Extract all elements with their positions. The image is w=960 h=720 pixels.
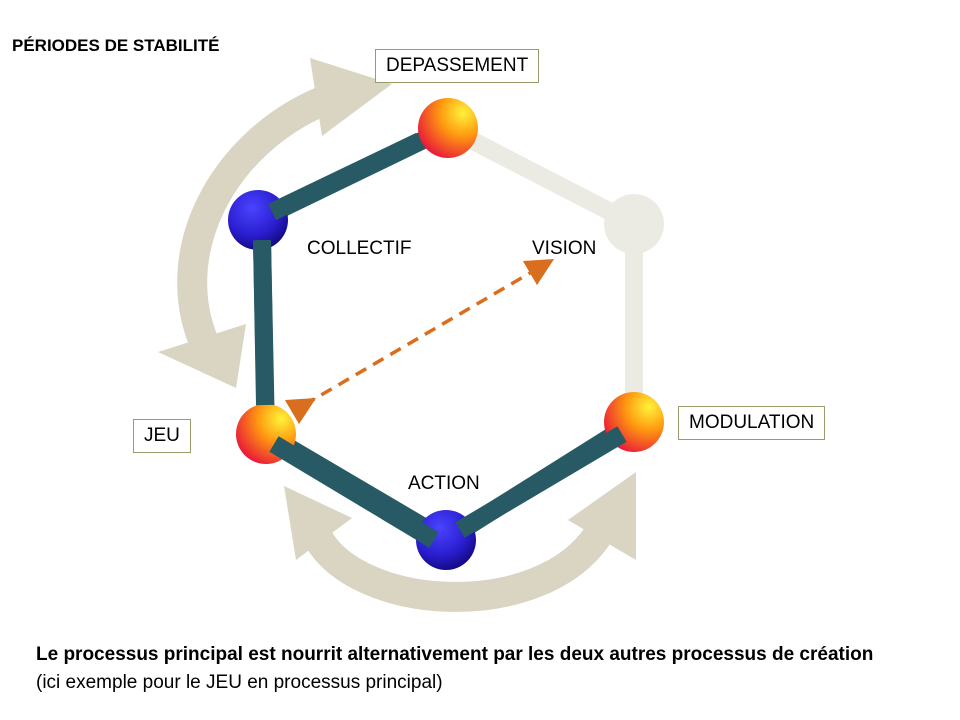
diagram-title: PÉRIODES DE STABILITÉ bbox=[12, 36, 220, 55]
caption: Le processus principal est nourrit alter… bbox=[36, 641, 873, 697]
edge-collectif-depassement-overlay bbox=[268, 132, 424, 221]
node-depassement bbox=[418, 98, 478, 158]
node-vision bbox=[604, 194, 664, 254]
label-action: ACTION bbox=[408, 473, 480, 494]
label-box-depassement: DEPASSEMENT bbox=[375, 49, 540, 83]
edge-depassement-vision bbox=[443, 120, 639, 232]
dashed-arrow-jeu-vision bbox=[284, 258, 555, 425]
caption-line-1: Le processus principal est nourrit alter… bbox=[36, 644, 874, 665]
label-box-jeu: JEU bbox=[133, 419, 191, 453]
label-vision: VISION bbox=[532, 238, 597, 259]
edge-action-modulation-overlay bbox=[455, 426, 627, 538]
edge-jeu-action-overlay bbox=[269, 436, 439, 548]
cycle-arrow-left-head-top bbox=[310, 58, 392, 136]
cycle-arrow-left bbox=[158, 58, 392, 388]
cycle-arrow-left-head-bottom bbox=[158, 324, 246, 388]
caption-line-2: (ici exemple pour le JEU en processus pr… bbox=[36, 672, 443, 693]
label-box-modulation: MODULATION bbox=[678, 406, 826, 440]
cycle-arrow-bottom-head-right bbox=[568, 472, 636, 560]
cycle-arrow-bottom bbox=[284, 472, 636, 612]
edge-collectif-jeu-overlay bbox=[253, 239, 274, 406]
label-collectif: COLLECTIF bbox=[307, 238, 412, 259]
cycle-arrow-bottom-head-left bbox=[284, 486, 352, 560]
